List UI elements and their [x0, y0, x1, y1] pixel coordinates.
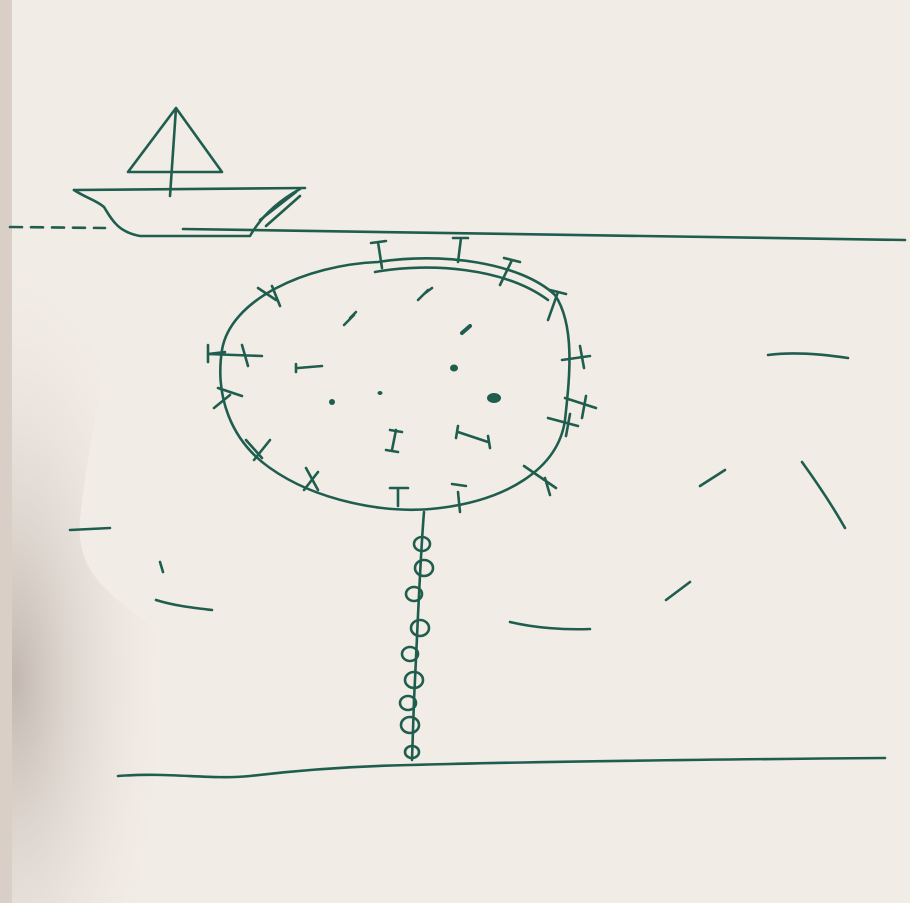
interior-dot — [450, 365, 458, 372]
paper-edge-shadow — [0, 0, 12, 903]
interior-dot — [487, 393, 501, 403]
interior-dot — [329, 399, 335, 405]
interior-dot — [378, 391, 383, 395]
